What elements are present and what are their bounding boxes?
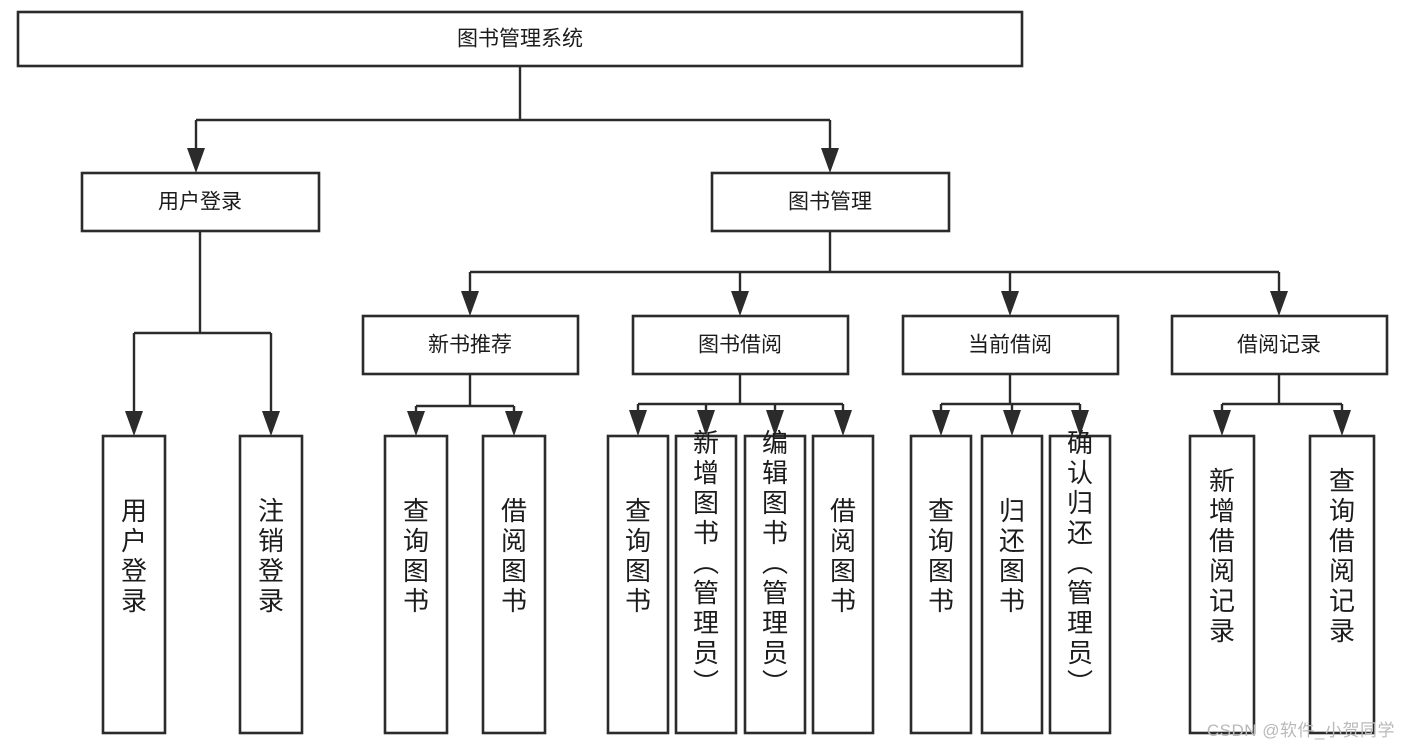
- arrow-head-icon: [407, 411, 425, 436]
- node-layer: 图书管理系统 用户登录 图书管理 新书推荐 图书借阅: [16, 10, 1389, 735]
- node-leaf-query-book-2-label: 查询图书: [625, 496, 651, 616]
- node-new-book-rec-label: 新书推荐: [428, 334, 512, 357]
- node-borrow-record-label: 借阅记录: [1237, 334, 1321, 357]
- node-user-login[interactable]: 用户登录: [80, 171, 321, 233]
- node-leaf-confirm-return[interactable]: 确认归还︵管理员︶: [1048, 428, 1112, 735]
- node-book-manage-label: 图书管理: [788, 191, 872, 214]
- node-leaf-query-record-label: 查询借阅记录: [1329, 466, 1355, 646]
- csdn-watermark: CSDN @软件_小贺同学: [1206, 721, 1395, 740]
- arrow-head-icon: [1270, 291, 1288, 316]
- node-leaf-edit-book[interactable]: 编辑图书︵管理员︶: [743, 428, 807, 735]
- arrow-head-icon: [1071, 410, 1089, 436]
- arrow-head-icon: [766, 410, 784, 436]
- edge-borrow-record-to-leaves: [1220, 374, 1344, 418]
- arrow-head-icon: [461, 291, 479, 316]
- node-borrow-record[interactable]: 借阅记录: [1170, 314, 1389, 376]
- edge-book-manage-to-level3: [468, 231, 1281, 300]
- node-leaf-borrow-book-1[interactable]: 借阅图书: [481, 434, 547, 735]
- node-leaf-query-record[interactable]: 查询借阅记录: [1308, 434, 1376, 735]
- node-leaf-add-book[interactable]: 新增图书︵管理员︶: [674, 428, 738, 735]
- node-book-manage[interactable]: 图书管理: [710, 171, 951, 233]
- arrow-head-icon: [125, 411, 143, 436]
- node-leaf-add-record[interactable]: 新增借阅记录: [1188, 434, 1256, 735]
- node-root-label: 图书管理系统: [457, 28, 583, 51]
- node-leaf-add-record-label: 新增借阅记录: [1209, 466, 1235, 646]
- arrow-head-icon: [821, 148, 839, 173]
- node-leaf-return-book[interactable]: 归还图书: [980, 434, 1044, 735]
- arrow-head-icon: [262, 411, 280, 436]
- node-leaf-return-book-label: 归还图书: [999, 496, 1025, 616]
- node-leaf-confirm-return-label: 确认归还︵管理员︶: [1067, 428, 1093, 698]
- node-leaf-query-book-3[interactable]: 查询图书: [909, 434, 973, 735]
- node-leaf-logout[interactable]: 注销登录: [238, 434, 304, 735]
- node-current-borrow-label: 当前借阅: [968, 334, 1052, 357]
- node-leaf-user-login[interactable]: 用户登录: [101, 434, 167, 735]
- node-leaf-query-book-3-label: 查询图书: [928, 496, 954, 616]
- edge-root-to-level2: [194, 66, 832, 155]
- node-leaf-query-book-1-label: 查询图书: [403, 496, 429, 616]
- arrow-head-icon: [1213, 410, 1231, 436]
- edge-book-borrow-to-leaves: [636, 374, 845, 418]
- node-leaf-user-login-label: 用户登录: [121, 496, 147, 616]
- arrow-head-icon: [1333, 410, 1351, 436]
- node-current-borrow[interactable]: 当前借阅: [901, 314, 1120, 376]
- arrow-head-icon: [932, 410, 950, 436]
- edge-new-book-rec-to-leaves: [414, 374, 516, 420]
- node-leaf-logout-label: 注销登录: [258, 496, 284, 616]
- node-leaf-query-book-1[interactable]: 查询图书: [383, 434, 449, 735]
- node-leaf-edit-book-label: 编辑图书︵管理员︶: [762, 428, 788, 698]
- node-book-borrow[interactable]: 图书借阅: [631, 314, 850, 376]
- node-leaf-borrow-book-1-label: 借阅图书: [501, 496, 527, 616]
- node-leaf-add-book-label: 新增图书︵管理员︶: [693, 428, 719, 698]
- arrow-head-icon: [629, 410, 647, 436]
- node-book-borrow-label: 图书借阅: [698, 334, 782, 357]
- node-new-book-rec[interactable]: 新书推荐: [361, 314, 580, 376]
- node-user-login-label: 用户登录: [158, 191, 242, 214]
- arrow-head-icon: [731, 291, 749, 316]
- node-root[interactable]: 图书管理系统: [16, 10, 1024, 68]
- arrow-head-icon: [1003, 410, 1021, 436]
- node-leaf-query-book-2[interactable]: 查询图书: [606, 434, 670, 735]
- arrow-head-icon: [1001, 291, 1019, 316]
- node-leaf-borrow-book-2[interactable]: 借阅图书: [811, 434, 875, 735]
- node-leaf-borrow-book-2-label: 借阅图书: [830, 496, 856, 616]
- edge-user-login-to-leaves: [132, 231, 273, 418]
- connector-layer: [125, 66, 1351, 436]
- arrow-head-icon: [697, 410, 715, 436]
- arrow-head-icon: [187, 148, 205, 173]
- arrow-head-icon: [505, 411, 523, 436]
- arrow-head-icon: [834, 410, 852, 436]
